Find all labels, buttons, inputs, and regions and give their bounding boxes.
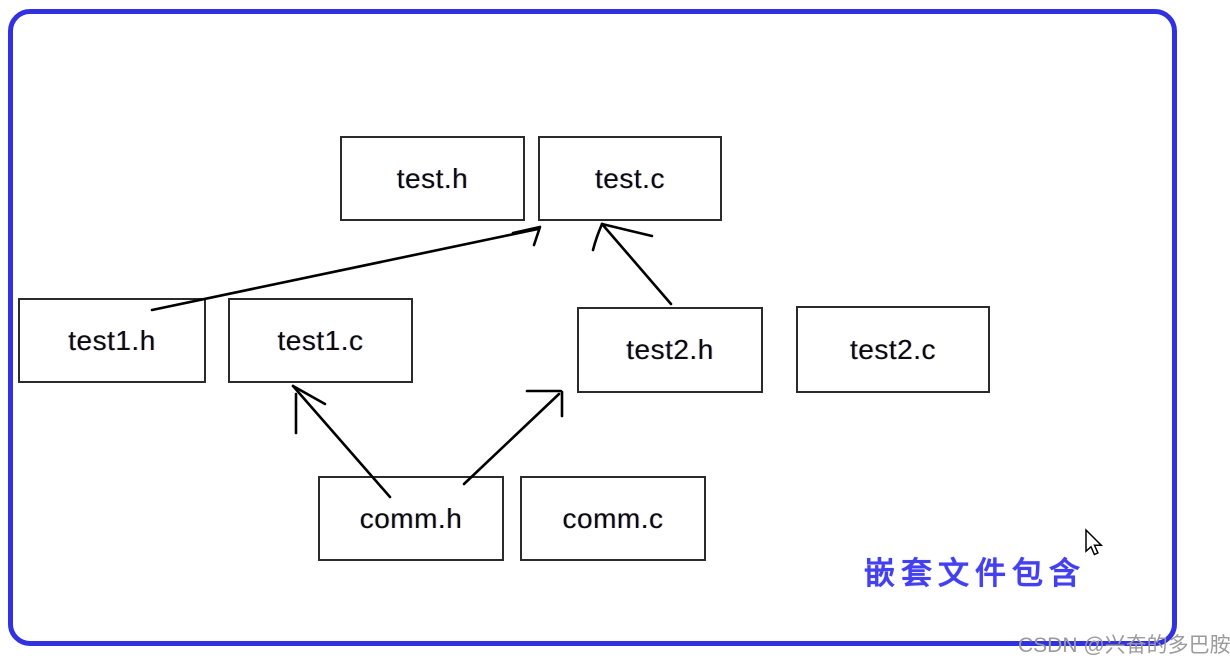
blue-frame-border — [8, 9, 1177, 646]
node-test2-c: test2.c — [796, 306, 990, 393]
node-test-h: test.h — [340, 136, 525, 221]
node-test1-h: test1.h — [18, 298, 206, 383]
node-test1-c: test1.c — [228, 298, 413, 383]
caption-nested-include: 嵌套文件包含 — [864, 556, 1086, 591]
node-comm-c: comm.c — [520, 476, 706, 561]
node-comm-h: comm.h — [318, 476, 504, 561]
csdn-watermark: CSDN @兴奋的多巴胺 — [1018, 634, 1230, 657]
node-test2-h: test2.h — [577, 307, 763, 393]
node-test-c: test.c — [538, 136, 722, 221]
